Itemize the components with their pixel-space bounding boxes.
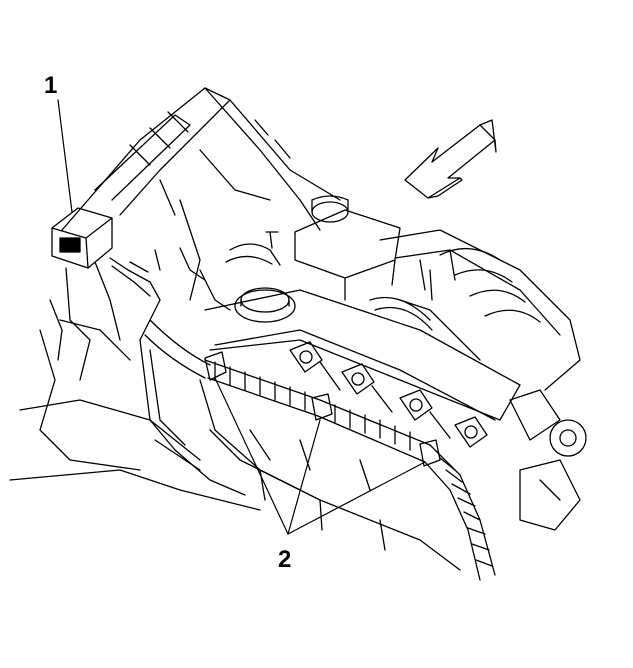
hoses	[154, 231, 433, 331]
callout-label-1: 1	[44, 72, 58, 99]
callout-leaders	[57, 99, 426, 535]
callout-label-2: 2	[278, 546, 292, 573]
leader-2a	[214, 377, 289, 535]
direction-arrow	[404, 119, 497, 199]
wiring-harness	[109, 257, 246, 496]
oil-filler-cap	[234, 287, 296, 323]
leader-2c	[287, 461, 426, 535]
module-bracket	[49, 207, 131, 381]
leader-2b	[287, 419, 321, 535]
harness-conduit	[204, 351, 496, 581]
intake-manifold	[379, 229, 587, 531]
coolant-reservoir	[294, 195, 401, 301]
leader-1	[57, 99, 73, 213]
engine-block	[199, 289, 521, 571]
body-structure	[9, 87, 341, 511]
